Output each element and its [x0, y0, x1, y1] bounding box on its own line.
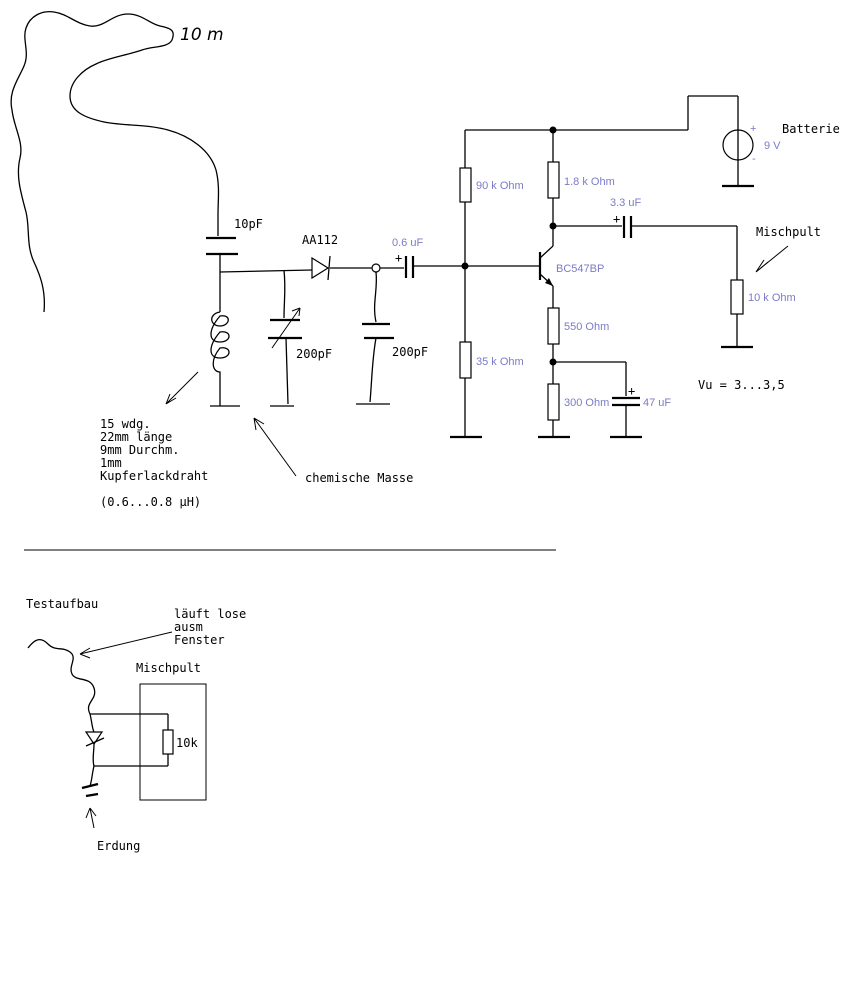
antenna-wire — [10, 10, 220, 313]
gain-label: Vu = 3...3,5 — [698, 378, 785, 392]
battery-voltage: 9 V — [764, 140, 781, 152]
chem-ground-label: chemische Masse — [305, 471, 413, 485]
antenna-length-label: 10 m — [180, 25, 224, 45]
test-ground-plate-2 — [85, 792, 99, 798]
coil-notes: 15 wdg. 22mm länge 9mm Durchm. 1mm Kupfe… — [100, 417, 216, 509]
test-ground-label: Erdung — [97, 839, 140, 853]
resistor-10k-mixer — [730, 279, 744, 315]
antenna-cap-label: 10pF — [234, 217, 263, 231]
test-mixer-label: Mischpult — [136, 661, 201, 675]
cap-out-label: 3.3 uF — [610, 197, 641, 209]
test-mixer-box — [139, 683, 207, 801]
resistor-300-label: 300 Ohm — [564, 397, 609, 409]
test-antenna-wire — [27, 638, 96, 715]
battery-minus: - — [752, 153, 756, 165]
resistor-300 — [547, 383, 560, 421]
mixer-label: Mischpult — [756, 225, 821, 239]
cap-47u-plus: + — [628, 384, 635, 398]
resistor-90k — [459, 167, 472, 203]
junction-node — [371, 263, 381, 273]
test-diode — [84, 731, 104, 746]
cap-out-plus: + — [613, 212, 620, 226]
diode-label: AA112 — [302, 233, 338, 247]
resistor-550 — [547, 307, 560, 345]
battery-plus: + — [750, 123, 756, 135]
resistor-10k-mixer-label: 10 k Ohm — [748, 292, 796, 304]
transistor-label: BC547BP — [556, 263, 604, 275]
resistor-90k-label: 90 k Ohm — [476, 180, 524, 192]
coil — [210, 311, 230, 406]
test-resistor — [162, 729, 174, 755]
resistor-35k-label: 35 k Ohm — [476, 356, 524, 368]
cap-47u-label: 47 uF — [643, 397, 671, 409]
test-title: Testaufbau — [26, 597, 98, 611]
trimmer-cap-label: 200pF — [296, 347, 332, 361]
resistor-550-label: 550 Ohm — [564, 321, 609, 333]
test-note: läuft lose ausm Fenster — [174, 607, 253, 647]
base-junction — [461, 262, 469, 270]
diode-symbol — [311, 256, 330, 280]
transistor-emitter-arrow — [545, 278, 553, 286]
resistor-1k8-label: 1.8 k Ohm — [564, 176, 615, 188]
resistor-1k8 — [547, 161, 560, 199]
test-ground-plate-1 — [81, 782, 99, 790]
cap2-label: 200pF — [392, 345, 428, 359]
resistor-35k — [459, 341, 472, 379]
coupling-cap-plus: + — [395, 251, 402, 265]
battery-label: Batterie — [782, 122, 840, 136]
test-resistor-label: 10k — [176, 736, 198, 750]
coupling-cap-label: 0.6 uF — [392, 237, 423, 249]
